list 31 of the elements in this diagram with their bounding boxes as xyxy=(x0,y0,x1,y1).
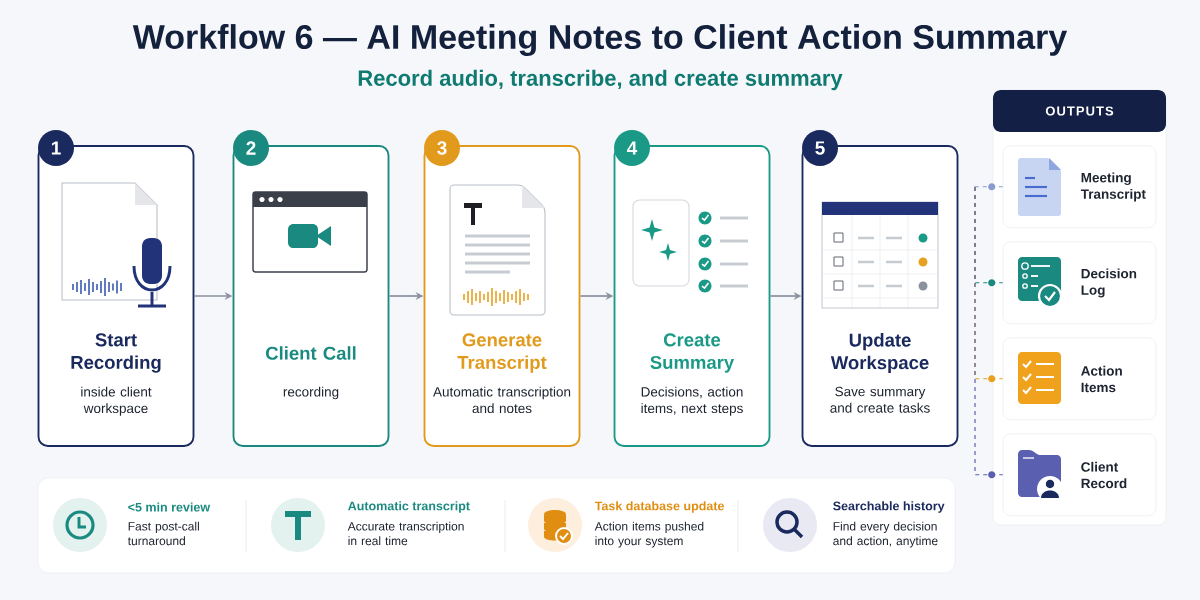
step-heading: Generate Transcript xyxy=(457,333,547,373)
connector-line xyxy=(974,186,1004,479)
step-description: recording xyxy=(283,386,339,400)
output-label: Action Items xyxy=(1081,365,1122,393)
feature-description: Action items pushed into your system xyxy=(594,521,704,548)
number-badge: 5 xyxy=(802,130,838,166)
feature-description: Accurate transcription in real time xyxy=(347,521,464,546)
feature-heading: Task database update xyxy=(594,501,724,513)
subtitle: Record audio, transcribe, and create summary xyxy=(358,69,843,91)
feature-heading: Automatic transcript xyxy=(348,501,470,513)
feature-heading: Searchable history xyxy=(833,501,945,513)
step-heading: Create Summary xyxy=(650,333,735,373)
connector-line xyxy=(974,183,1004,191)
step-description: Automatic transcription and notes xyxy=(433,386,571,414)
number-badge: 3 xyxy=(424,130,460,166)
step-description: Decisions, action items, next steps xyxy=(641,386,743,416)
title: Workflow 6 — AI Meeting Notes to Client Action Summary xyxy=(132,24,1068,56)
feature-description: Fast post-call turnaround xyxy=(127,521,199,546)
number-badge: 2 xyxy=(233,130,269,166)
step-description: Save summary and create tasks xyxy=(830,386,930,413)
number-badge: 4 xyxy=(614,130,650,166)
step-heading: Start Recording xyxy=(71,333,161,373)
output-label: Client Record xyxy=(1081,461,1127,489)
step-description: inside client workspace xyxy=(81,386,152,416)
step-heading: Client Call xyxy=(266,346,356,360)
output-label: Decision Log xyxy=(1081,268,1137,298)
feature-description: Find every decision and action, anytime xyxy=(833,521,938,548)
number-badge: 1 xyxy=(38,130,74,166)
step-heading: Update Workspace xyxy=(830,333,929,373)
feature-heading: <5 min review xyxy=(128,502,211,512)
output-label: Meeting Transcript xyxy=(1080,172,1146,202)
